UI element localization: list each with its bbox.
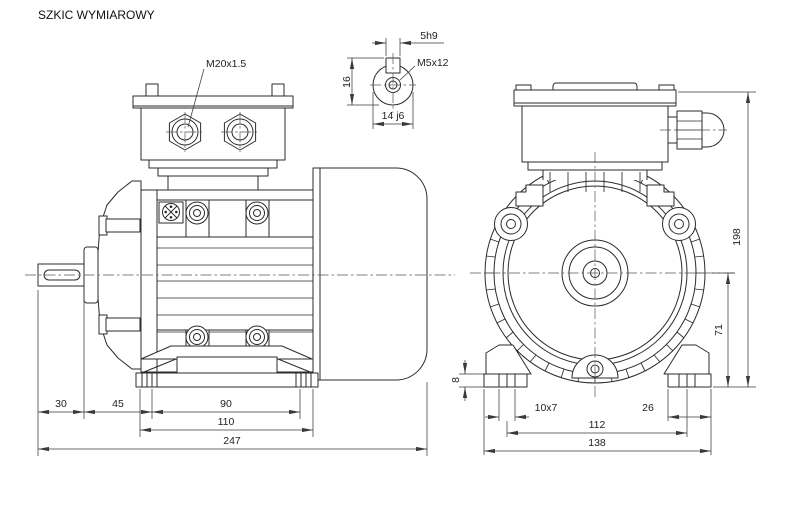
- dim-shaft-length: 30: [55, 398, 67, 410]
- dim-foot-hole-span: 90: [220, 398, 232, 410]
- page-title: SZKIC WYMIAROWY: [38, 8, 155, 22]
- bolt-lug-left: [494, 207, 528, 241]
- dim-shaft-center-height: 71: [713, 324, 725, 336]
- fan-cover: [312, 167, 428, 381]
- shaft-detail-dimensions: 5h9 M5x12 16 14 j6: [341, 30, 449, 129]
- dim-foot-pad-width: 26: [642, 402, 654, 414]
- feet-side: [135, 345, 319, 388]
- cable-gland-right-icon: [221, 112, 259, 152]
- dim-total-length: 247: [223, 435, 241, 447]
- label-tap-thread: M5x12: [417, 57, 449, 69]
- bolt-lug-right: [662, 207, 696, 241]
- dim-face-to-foot: 45: [112, 398, 124, 410]
- dim-foot-slot: 10x7: [535, 402, 558, 414]
- dim-foot-length: 110: [218, 416, 235, 428]
- feet-front: [483, 344, 712, 388]
- front-view: 71 198 8 10x7 26 112: [450, 82, 756, 455]
- front-view-dimensions: 71 198 8 10x7 26 112: [450, 91, 756, 455]
- cable-gland-left-icon: [166, 112, 204, 152]
- dim-height-over-key: 16: [341, 76, 353, 88]
- dim-shaft-diameter: 14 j6: [382, 110, 405, 122]
- label-gland-thread: M20x1.5: [206, 58, 246, 70]
- dim-key-width: 5h9: [420, 30, 438, 42]
- earth-screw-icon: [162, 203, 180, 221]
- dim-foot-hole-spacing: 112: [589, 419, 606, 431]
- side-view-dimensions: 30 45 90 110 247: [37, 290, 428, 456]
- dim-total-height: 198: [731, 228, 743, 246]
- cable-gland-front: [660, 110, 727, 150]
- terminal-box-front: [513, 82, 727, 171]
- tie-bolts: [98, 215, 141, 335]
- dim-foot-thickness: 8: [450, 377, 462, 383]
- terminal-box-side: [132, 83, 294, 203]
- side-view: M20x1.5 30 45 90 110 247: [25, 58, 455, 456]
- dim-overall-width: 138: [588, 437, 606, 449]
- top-pads: [157, 199, 313, 238]
- shaft-end-detail: 5h9 M5x12 16 14 j6: [341, 30, 449, 129]
